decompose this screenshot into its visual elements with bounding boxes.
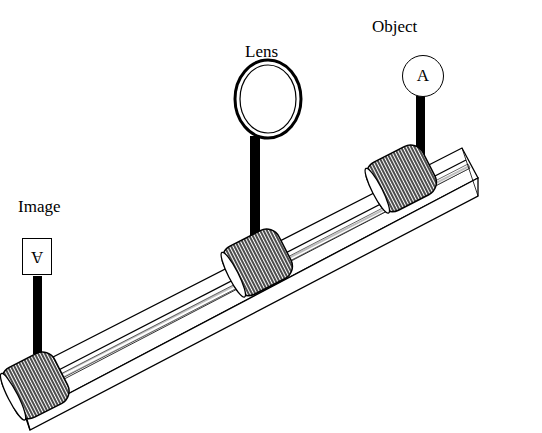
object-letter: A bbox=[417, 67, 429, 86]
lens-holder bbox=[217, 60, 301, 301]
object-disc-face: A bbox=[402, 55, 444, 97]
image-screen-face: A bbox=[22, 238, 52, 275]
image-holder bbox=[0, 276, 74, 424]
object-holder bbox=[361, 96, 442, 217]
image-screen: ImageA bbox=[18, 198, 60, 275]
object-disc: ObjectA bbox=[372, 18, 444, 97]
part-label: Lens bbox=[245, 42, 278, 62]
inverted-letter: A bbox=[31, 247, 43, 266]
part-label: Image bbox=[18, 198, 60, 238]
lens bbox=[235, 60, 301, 138]
part-label: Object bbox=[372, 18, 444, 55]
